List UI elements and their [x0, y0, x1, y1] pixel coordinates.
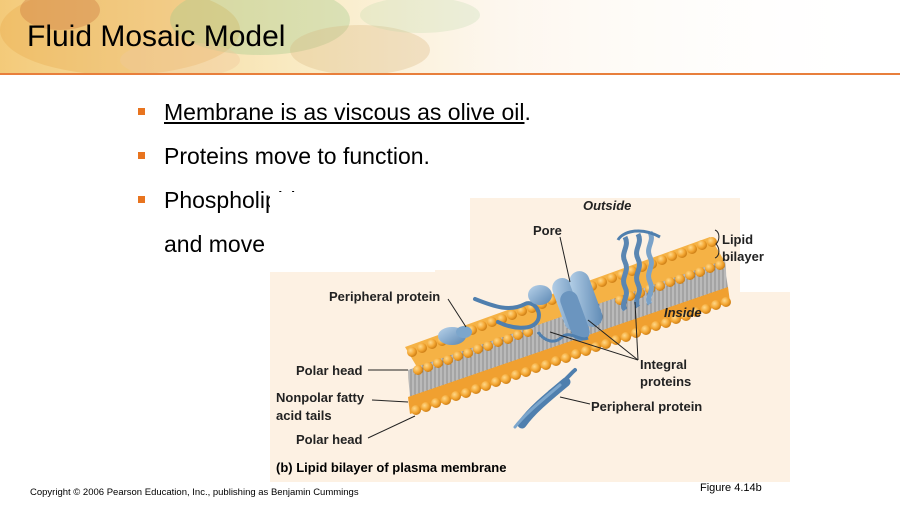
bullet-item: Membrane is as viscous as olive oil.	[138, 96, 558, 140]
bullet-text-suffix: .	[524, 99, 531, 125]
label-inside: Inside	[664, 305, 702, 320]
bullet-text-underlined: Membrane is as viscous as olive oil	[164, 99, 525, 125]
label-lipid-bilayer-line1: Lipid	[722, 232, 754, 247]
label-nonpolar-tails-line2: acid tails	[276, 408, 332, 423]
slide-title: Fluid Mosaic Model	[27, 20, 286, 53]
label-polar-head-top: Polar head	[296, 363, 363, 378]
label-peripheral-protein-bottom: Peripheral protein	[591, 399, 703, 414]
bullet-text: Proteins move to function.	[164, 143, 430, 169]
membrane-figure: Outside Inside Pore Lipid bilayer Periph…	[270, 192, 790, 482]
peripheral-protein-top	[438, 297, 541, 345]
polar-heads-bottom	[411, 297, 731, 415]
bullet-marker	[138, 152, 145, 159]
label-lipid-bilayer-line2: bilayer	[722, 249, 764, 264]
header-decoration	[0, 0, 900, 74]
header-rule	[0, 73, 900, 75]
helical-integral-protein	[616, 229, 661, 312]
label-polar-head-bottom: Polar head	[296, 432, 363, 447]
label-peripheral-protein-top: Peripheral protein	[329, 289, 441, 304]
lipid-bilayer-illustration	[270, 192, 790, 482]
caption-text: Lipid bilayer of plasma membrane	[296, 460, 507, 475]
peripheral-protein-bottom	[513, 368, 577, 429]
bullet-marker	[138, 108, 145, 115]
figure-number: Figure 4.14b	[700, 482, 762, 494]
bullet-marker	[138, 196, 145, 203]
label-integral-proteins-line2: proteins	[640, 374, 692, 389]
leader-lines	[367, 229, 720, 439]
bullet-item: Proteins move to function.	[138, 140, 558, 184]
label-integral-proteins-line1: Integral	[640, 357, 687, 372]
copyright-notice: Copyright © 2006 Pearson Education, Inc.…	[30, 487, 359, 498]
pore-protein	[528, 271, 603, 343]
header-background	[0, 0, 900, 74]
bullet-text: Membrane is as viscous as olive oil.	[164, 96, 531, 128]
label-outside: Outside	[583, 198, 632, 213]
label-pore: Pore	[533, 223, 562, 238]
polar-heads-front-top	[413, 260, 725, 375]
label-nonpolar-tails-line1: Nonpolar fatty	[276, 390, 365, 405]
caption-letter: (b)	[276, 460, 293, 475]
figure-caption: (b) Lipid bilayer of plasma membrane	[276, 460, 506, 475]
